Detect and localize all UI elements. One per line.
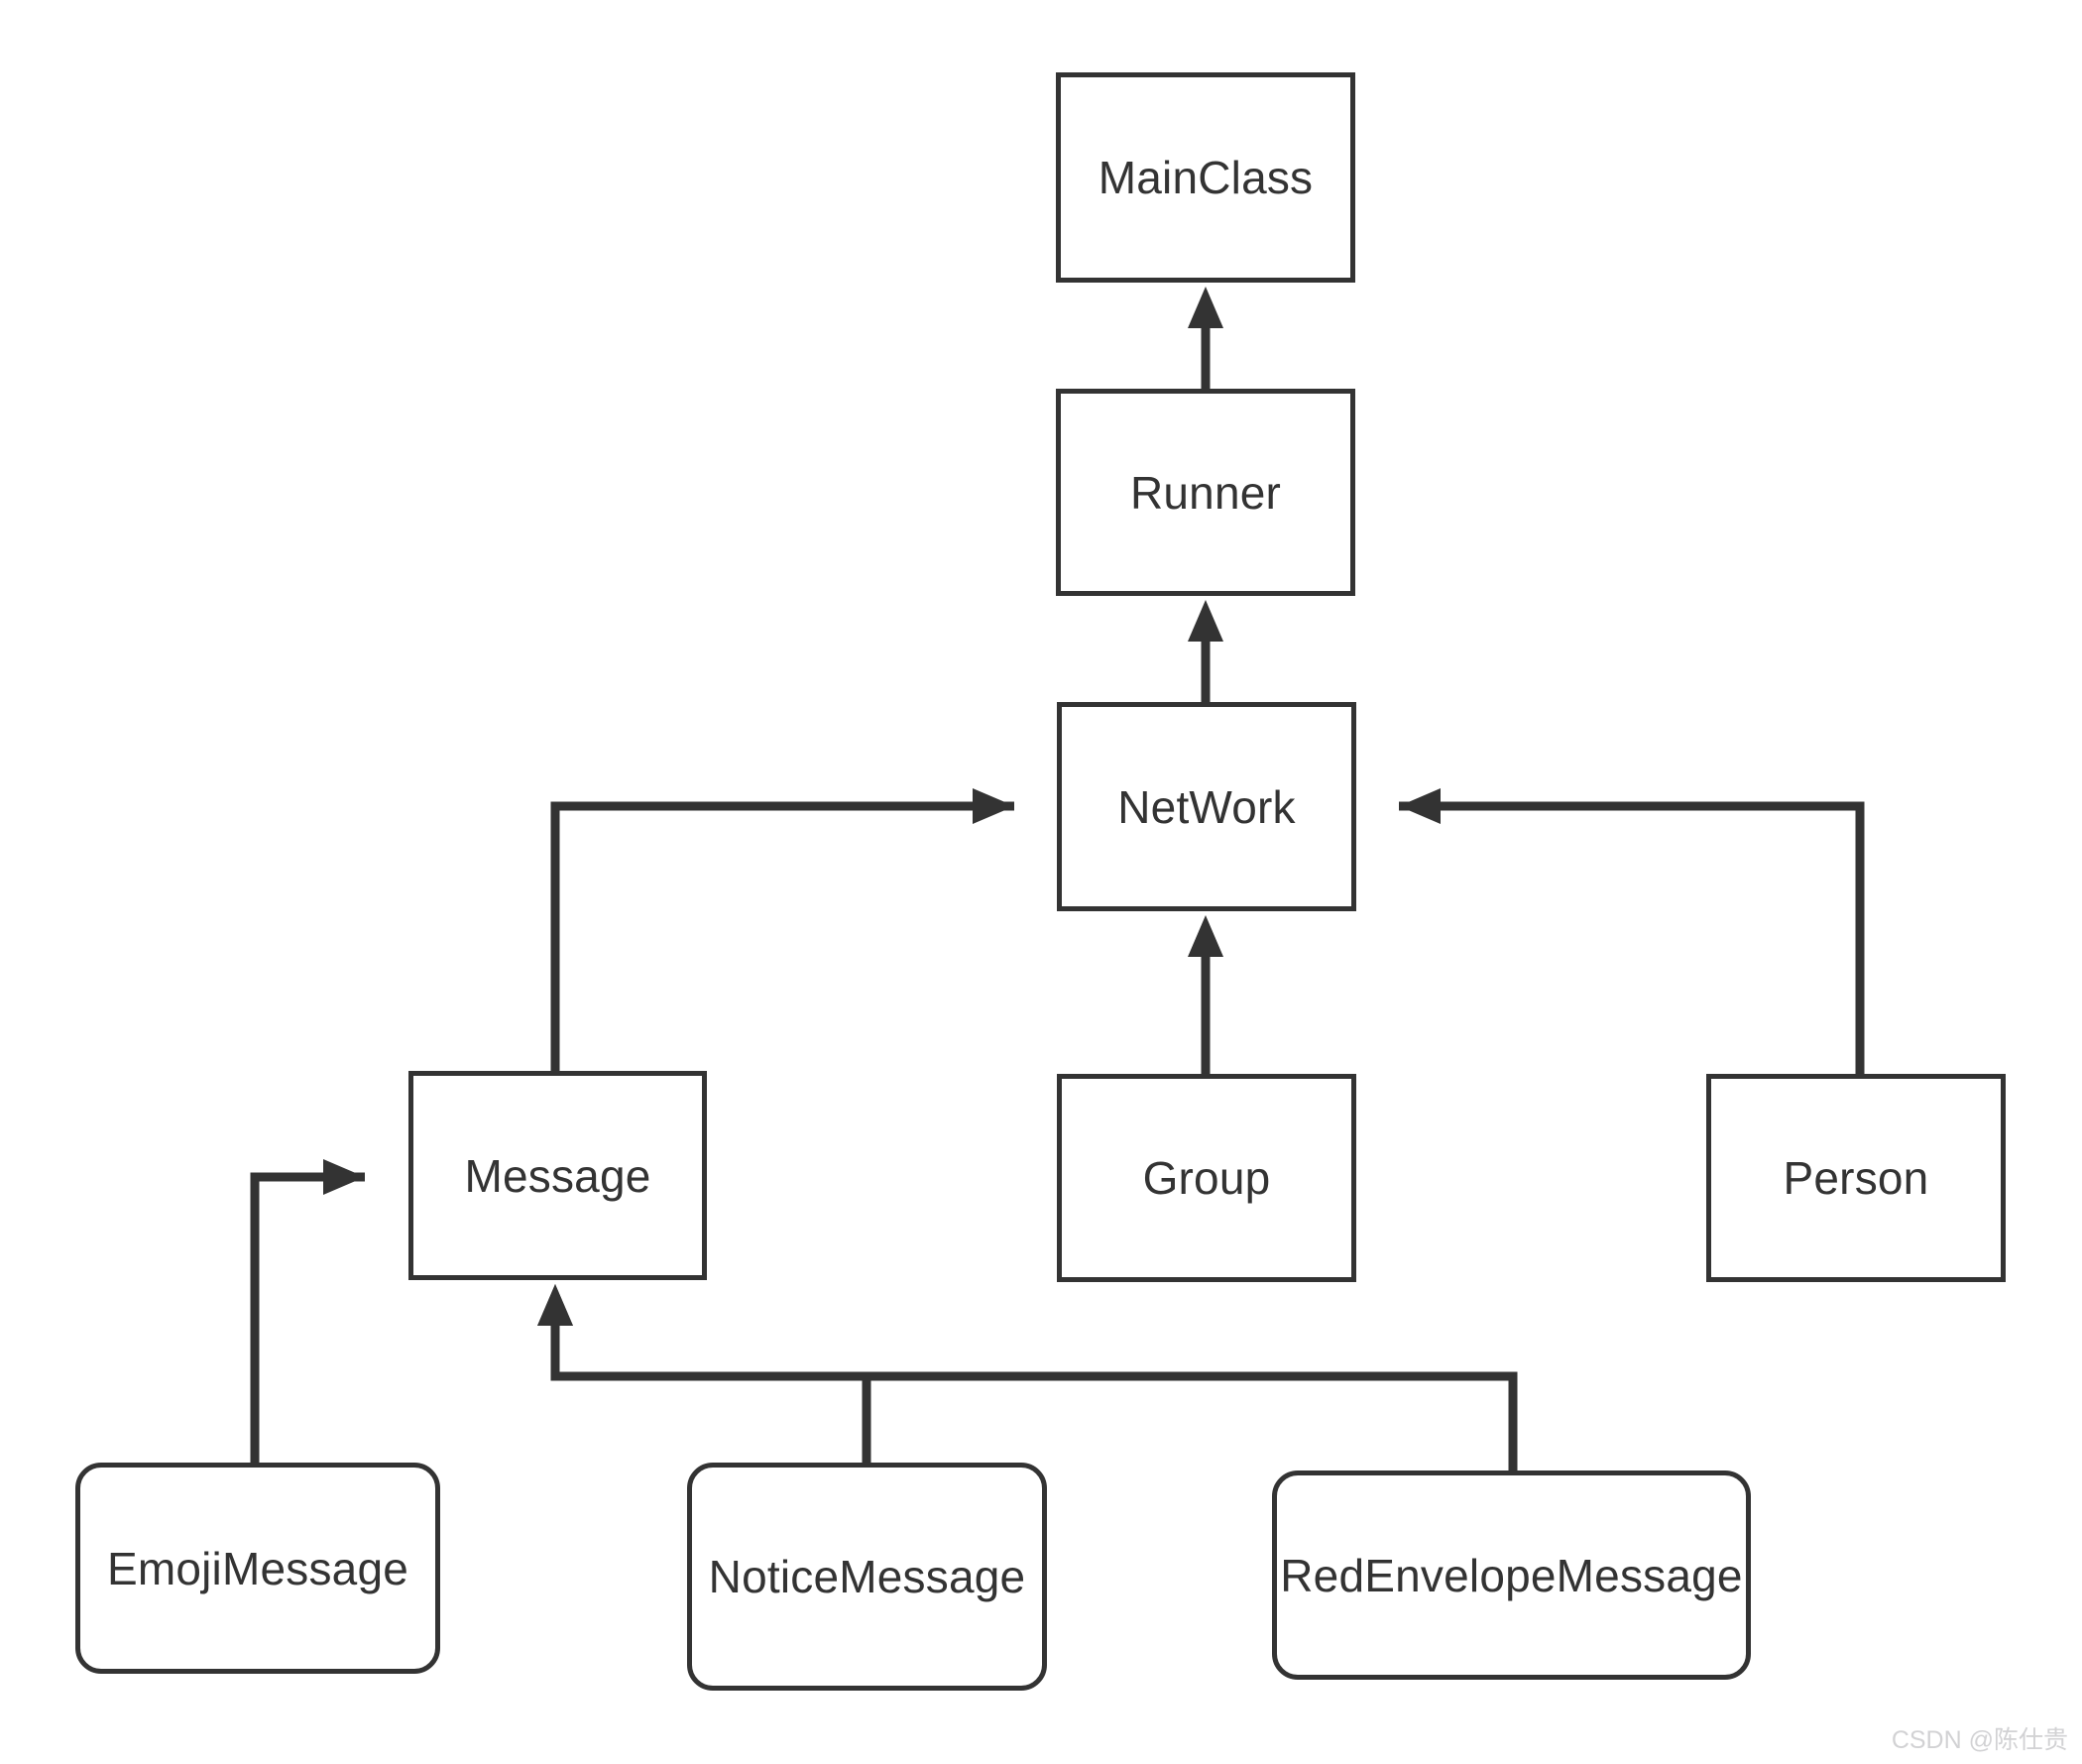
node-noticemessage[interactable]: NoticeMessage — [687, 1463, 1047, 1691]
node-network[interactable]: NetWork — [1057, 702, 1356, 911]
edge-message-to-network — [550, 788, 1014, 1071]
node-mainclass-label: MainClass — [1098, 152, 1314, 203]
node-emojimessage-label: EmojiMessage — [106, 1542, 409, 1594]
edge-redenvelopemessage-to-message — [537, 1284, 1518, 1470]
node-message-label: Message — [464, 1149, 651, 1202]
node-message[interactable]: Message — [408, 1071, 707, 1280]
node-network-label: NetWork — [1117, 780, 1296, 833]
node-person-label: Person — [1783, 1152, 1929, 1204]
node-redenvelopemessage-label: RedEnvelopeMessage — [1280, 1549, 1743, 1601]
node-person[interactable]: Person — [1706, 1074, 2006, 1282]
node-noticemessage-label: NoticeMessage — [708, 1551, 1026, 1602]
node-runner[interactable]: Runner — [1056, 389, 1355, 596]
edge-noticemessage-to-message — [537, 1284, 871, 1463]
node-runner-label: Runner — [1129, 466, 1282, 519]
node-mainclass[interactable]: MainClass — [1056, 72, 1355, 283]
node-group[interactable]: Group — [1057, 1074, 1356, 1282]
edge-person-to-network — [1399, 788, 1865, 1074]
edge-emojimessage-to-message — [250, 1159, 365, 1463]
node-redenvelopemessage[interactable]: RedEnvelopeMessage — [1272, 1470, 1751, 1680]
node-group-label: Group — [1142, 1152, 1271, 1204]
node-emojimessage[interactable]: EmojiMessage — [75, 1463, 440, 1674]
watermark-text: CSDN @陈仕贵 — [1891, 1726, 2068, 1754]
